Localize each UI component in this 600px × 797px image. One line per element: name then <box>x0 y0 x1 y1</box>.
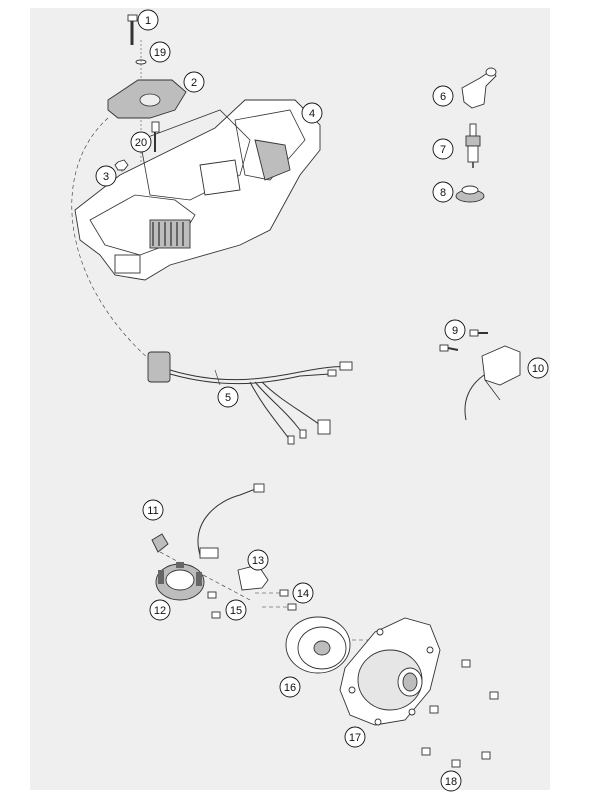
svg-text:18: 18 <box>445 776 457 788</box>
svg-text:11: 11 <box>147 505 158 517</box>
callout-9: 9 <box>444 319 466 341</box>
screws-part-18 <box>421 659 499 768</box>
spark-plug-part-7 <box>465 123 481 168</box>
svg-text:6: 6 <box>440 91 446 103</box>
stator-part-12 <box>155 562 205 601</box>
svg-text:14: 14 <box>297 588 309 600</box>
sensor-part-11 <box>151 533 251 601</box>
svg-text:15: 15 <box>230 605 242 617</box>
svg-text:20: 20 <box>135 137 147 149</box>
callout-2: 2 <box>183 71 205 93</box>
svg-text:19: 19 <box>154 47 166 59</box>
svg-text:10: 10 <box>532 363 544 375</box>
callout-20: 20 <box>130 131 152 153</box>
callout-17: 17 <box>344 726 366 748</box>
screws-part-15 <box>207 591 221 619</box>
svg-text:4: 4 <box>309 108 315 120</box>
callout-10: 10 <box>527 357 549 379</box>
callout-6: 6 <box>432 85 454 107</box>
grommet-part-8 <box>455 185 485 203</box>
svg-text:2: 2 <box>191 77 197 89</box>
callout-15: 15 <box>225 599 247 621</box>
callout-19: 19 <box>149 41 171 63</box>
rotor-part-16 <box>285 616 390 674</box>
callout-11: 11 <box>142 499 164 521</box>
svg-text:13: 13 <box>252 555 264 567</box>
svg-text:8: 8 <box>440 187 446 199</box>
wiring-harness-part-5 <box>147 351 353 445</box>
svg-text:1: 1 <box>145 15 151 27</box>
cover-part-2 <box>107 79 187 119</box>
callout-8: 8 <box>432 181 454 203</box>
spark-plug-cap-part-6 <box>461 67 497 109</box>
callout-13: 13 <box>247 549 269 571</box>
svg-text:9: 9 <box>452 325 458 337</box>
callout-18: 18 <box>440 770 462 792</box>
screw-part-1 <box>127 14 138 45</box>
bolt-part-20 <box>151 121 160 152</box>
callout-5: 5 <box>217 386 239 408</box>
callout-14: 14 <box>292 582 314 604</box>
callout-4: 4 <box>301 102 323 124</box>
svg-text:5: 5 <box>225 392 231 404</box>
svg-text:17: 17 <box>349 732 361 744</box>
callout-7: 7 <box>432 138 454 160</box>
svg-text:16: 16 <box>284 682 296 694</box>
ignition-coil-part-10 <box>464 345 521 421</box>
svg-text:7: 7 <box>440 144 446 156</box>
svg-text:12: 12 <box>154 605 166 617</box>
callout-12: 12 <box>149 599 171 621</box>
callout-3: 3 <box>95 165 117 187</box>
stator-cable <box>197 483 265 556</box>
screws-part-14 <box>255 589 297 611</box>
callout-1: 1 <box>137 9 159 31</box>
screws-part-9 <box>439 329 488 352</box>
generator-cover-part-17 <box>339 617 441 726</box>
connector-leader-line <box>71 117 151 361</box>
svg-text:3: 3 <box>103 171 109 183</box>
electronics-bracket-part-4 <box>74 99 321 281</box>
callout-16: 16 <box>279 676 301 698</box>
